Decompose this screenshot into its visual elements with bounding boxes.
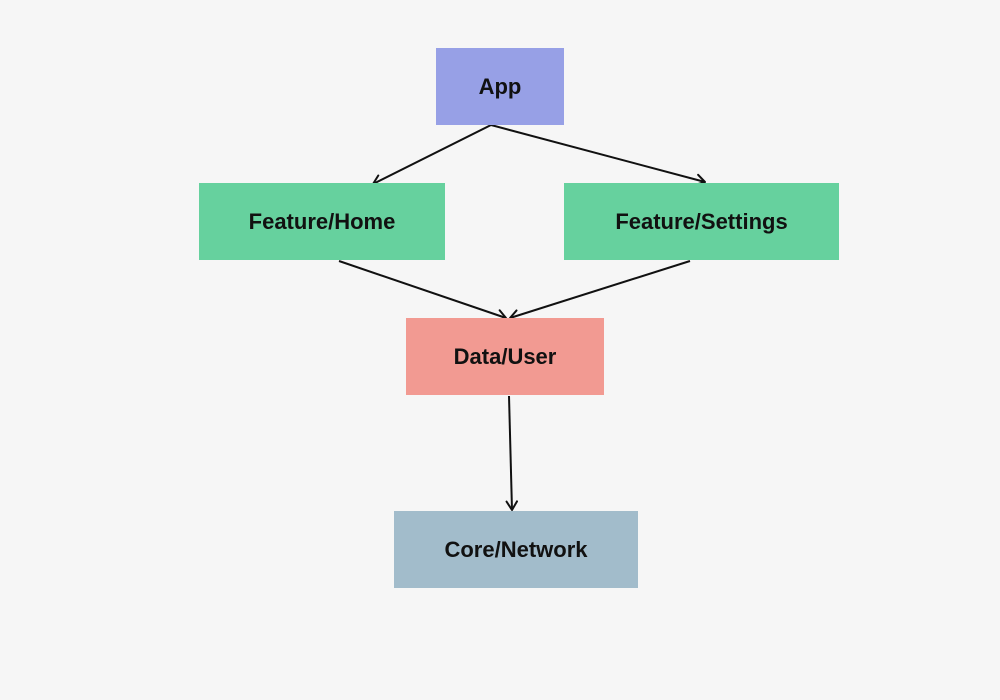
edge-data-user-to-core-network bbox=[508, 395, 513, 511]
edge-feature-home-to-data-user bbox=[338, 260, 507, 319]
node-core-network-label: Core/Network bbox=[444, 536, 588, 562]
node-app: App bbox=[436, 48, 564, 125]
node-feature-home-label: Feature/Home bbox=[248, 208, 396, 234]
node-feature-settings-label: Feature/Settings bbox=[615, 208, 788, 234]
arrowhead-icon bbox=[505, 500, 519, 511]
node-core-network: Core/Network bbox=[394, 511, 638, 588]
node-data-user-label: Data/User bbox=[453, 343, 557, 369]
edge-app-to-feature-settings bbox=[490, 124, 706, 183]
edge-feature-settings-to-data-user bbox=[509, 260, 691, 319]
node-app-label: App bbox=[478, 73, 522, 99]
node-feature-settings: Feature/Settings bbox=[564, 183, 839, 260]
node-feature-home: Feature/Home bbox=[199, 183, 445, 260]
edge-app-to-feature-home bbox=[372, 124, 492, 185]
node-data-user: Data/User bbox=[406, 318, 604, 395]
